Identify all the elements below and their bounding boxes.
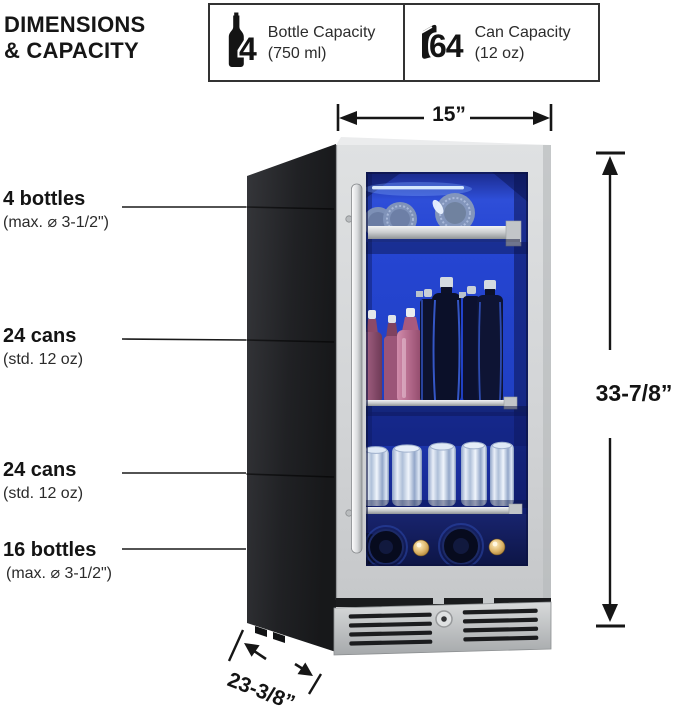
beverage-can [490, 441, 514, 506]
title-line-2: & CAPACITY [4, 38, 139, 63]
beverage-can [428, 442, 456, 506]
bottle-capacity-label: Bottle Capacity (750 ml) [267, 23, 376, 62]
cabinet-side-panel [247, 144, 336, 652]
can-capacity-value: 64 [429, 28, 464, 64]
vent-grille [333, 598, 552, 656]
glass-door [366, 172, 528, 566]
interior-led-light [366, 182, 472, 196]
beverage-can-icon [420, 24, 438, 65]
shelf-label-3-subtitle: (std. 12 oz) [3, 485, 84, 502]
width-dimension-arrow [336, 104, 553, 131]
beverage-can [366, 446, 389, 506]
gold-foil-cap [412, 539, 430, 557]
cabinet-foot [255, 626, 267, 637]
cabinet-foot [273, 632, 285, 643]
bottle-capacity-value: 4 [239, 31, 257, 67]
capacity-badges: 4 Bottle Capacity (750 ml) 64 Can Capaci… [208, 3, 600, 82]
beverage-can [392, 444, 422, 506]
shelf-leader-lines [121, 206, 335, 550]
beverage-can [461, 441, 487, 506]
page-title: DIMENSIONS & CAPACITY [4, 12, 145, 64]
shelf-1 [366, 220, 528, 254]
shelf-label-1-subtitle: (max. ⌀ 3-1/2") [3, 214, 109, 231]
height-dimension-label: 33-7/8” [595, 380, 673, 406]
shelf-label-2-subtitle: (std. 12 oz) [3, 351, 84, 368]
shelf-label-4-title: 16 bottles [3, 539, 97, 561]
gold-foil-cap [488, 538, 506, 556]
bottle-capacity-badge: 4 Bottle Capacity (750 ml) [210, 5, 405, 80]
shelf-3 [366, 503, 523, 517]
title-line-1: DIMENSIONS [4, 12, 146, 37]
can-capacity-badge: 64 Can Capacity (12 oz) [405, 5, 598, 80]
shelf-label-3-title: 24 cans [3, 459, 77, 481]
cans-shelf [366, 441, 528, 508]
height-dimension-arrow [596, 151, 625, 628]
shelf-2 [366, 396, 528, 446]
shelf-label-2-title: 24 cans [3, 325, 77, 347]
wine-bottle-icon [227, 12, 246, 73]
wine-bottle-rack [366, 514, 528, 566]
middle-shelf-bottles [366, 277, 503, 403]
can-capacity-label: Can Capacity (12 oz) [474, 23, 571, 62]
depth-dimension-arrow [227, 629, 323, 695]
shelf-label-4-subtitle: (max. ⌀ 3-1/2") [6, 565, 112, 582]
width-dimension-label: 15” [432, 103, 466, 126]
door-lock [435, 610, 453, 628]
shelf-label-1-title: 4 bottles [3, 188, 86, 210]
door-handle [345, 183, 363, 554]
